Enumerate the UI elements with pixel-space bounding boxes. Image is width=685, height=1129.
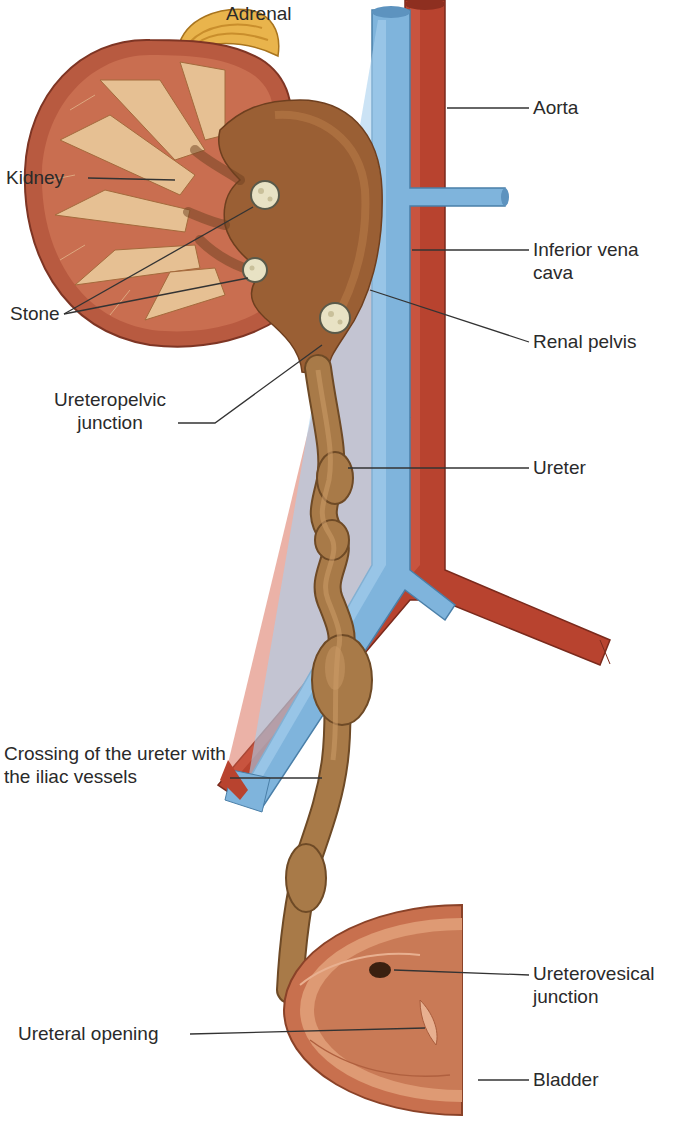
label-holder: Ureteropelvic junction bbox=[40, 388, 180, 434]
bladder bbox=[284, 905, 462, 1115]
part-label: Ureterovesical junction bbox=[533, 962, 678, 1008]
label-holder: Inferior vena cava bbox=[533, 238, 673, 284]
leader-lines bbox=[64, 108, 529, 1080]
part-label: Kidney bbox=[6, 166, 96, 189]
label-holder: Ureter bbox=[533, 456, 673, 479]
renal-pelvis bbox=[188, 100, 382, 375]
label-holder: Ureteral opening bbox=[18, 1022, 193, 1045]
part-label: Bladder bbox=[533, 1068, 673, 1091]
part-label: Inferior vena cava bbox=[533, 238, 673, 284]
part-label: Renal pelvis bbox=[533, 330, 673, 353]
label-holder: Renal pelvis bbox=[533, 330, 673, 353]
label-holder: Ureterovesical junction bbox=[533, 962, 678, 1008]
label-holder: Stone bbox=[10, 302, 70, 325]
part-label: Crossing of the ureter with the iliac ve… bbox=[4, 742, 229, 788]
stones bbox=[243, 181, 350, 333]
part-label: Aorta bbox=[533, 96, 673, 119]
label-holder: Crossing of the ureter with the iliac ve… bbox=[4, 742, 229, 788]
label-holder: Adrenal bbox=[226, 2, 336, 25]
part-label: Adrenal bbox=[226, 2, 336, 25]
aorta bbox=[218, 0, 610, 800]
part-label: Ureter bbox=[533, 456, 673, 479]
label-holder: Bladder bbox=[533, 1068, 673, 1091]
part-label: Ureteral opening bbox=[18, 1022, 193, 1045]
iliac-vessels bbox=[215, 600, 610, 812]
part-label: Stone bbox=[10, 302, 70, 325]
ureter bbox=[286, 368, 372, 990]
label-holder: Aorta bbox=[533, 96, 673, 119]
label-holder: Kidney bbox=[6, 166, 96, 189]
part-label: Ureteropelvic junction bbox=[40, 388, 180, 434]
